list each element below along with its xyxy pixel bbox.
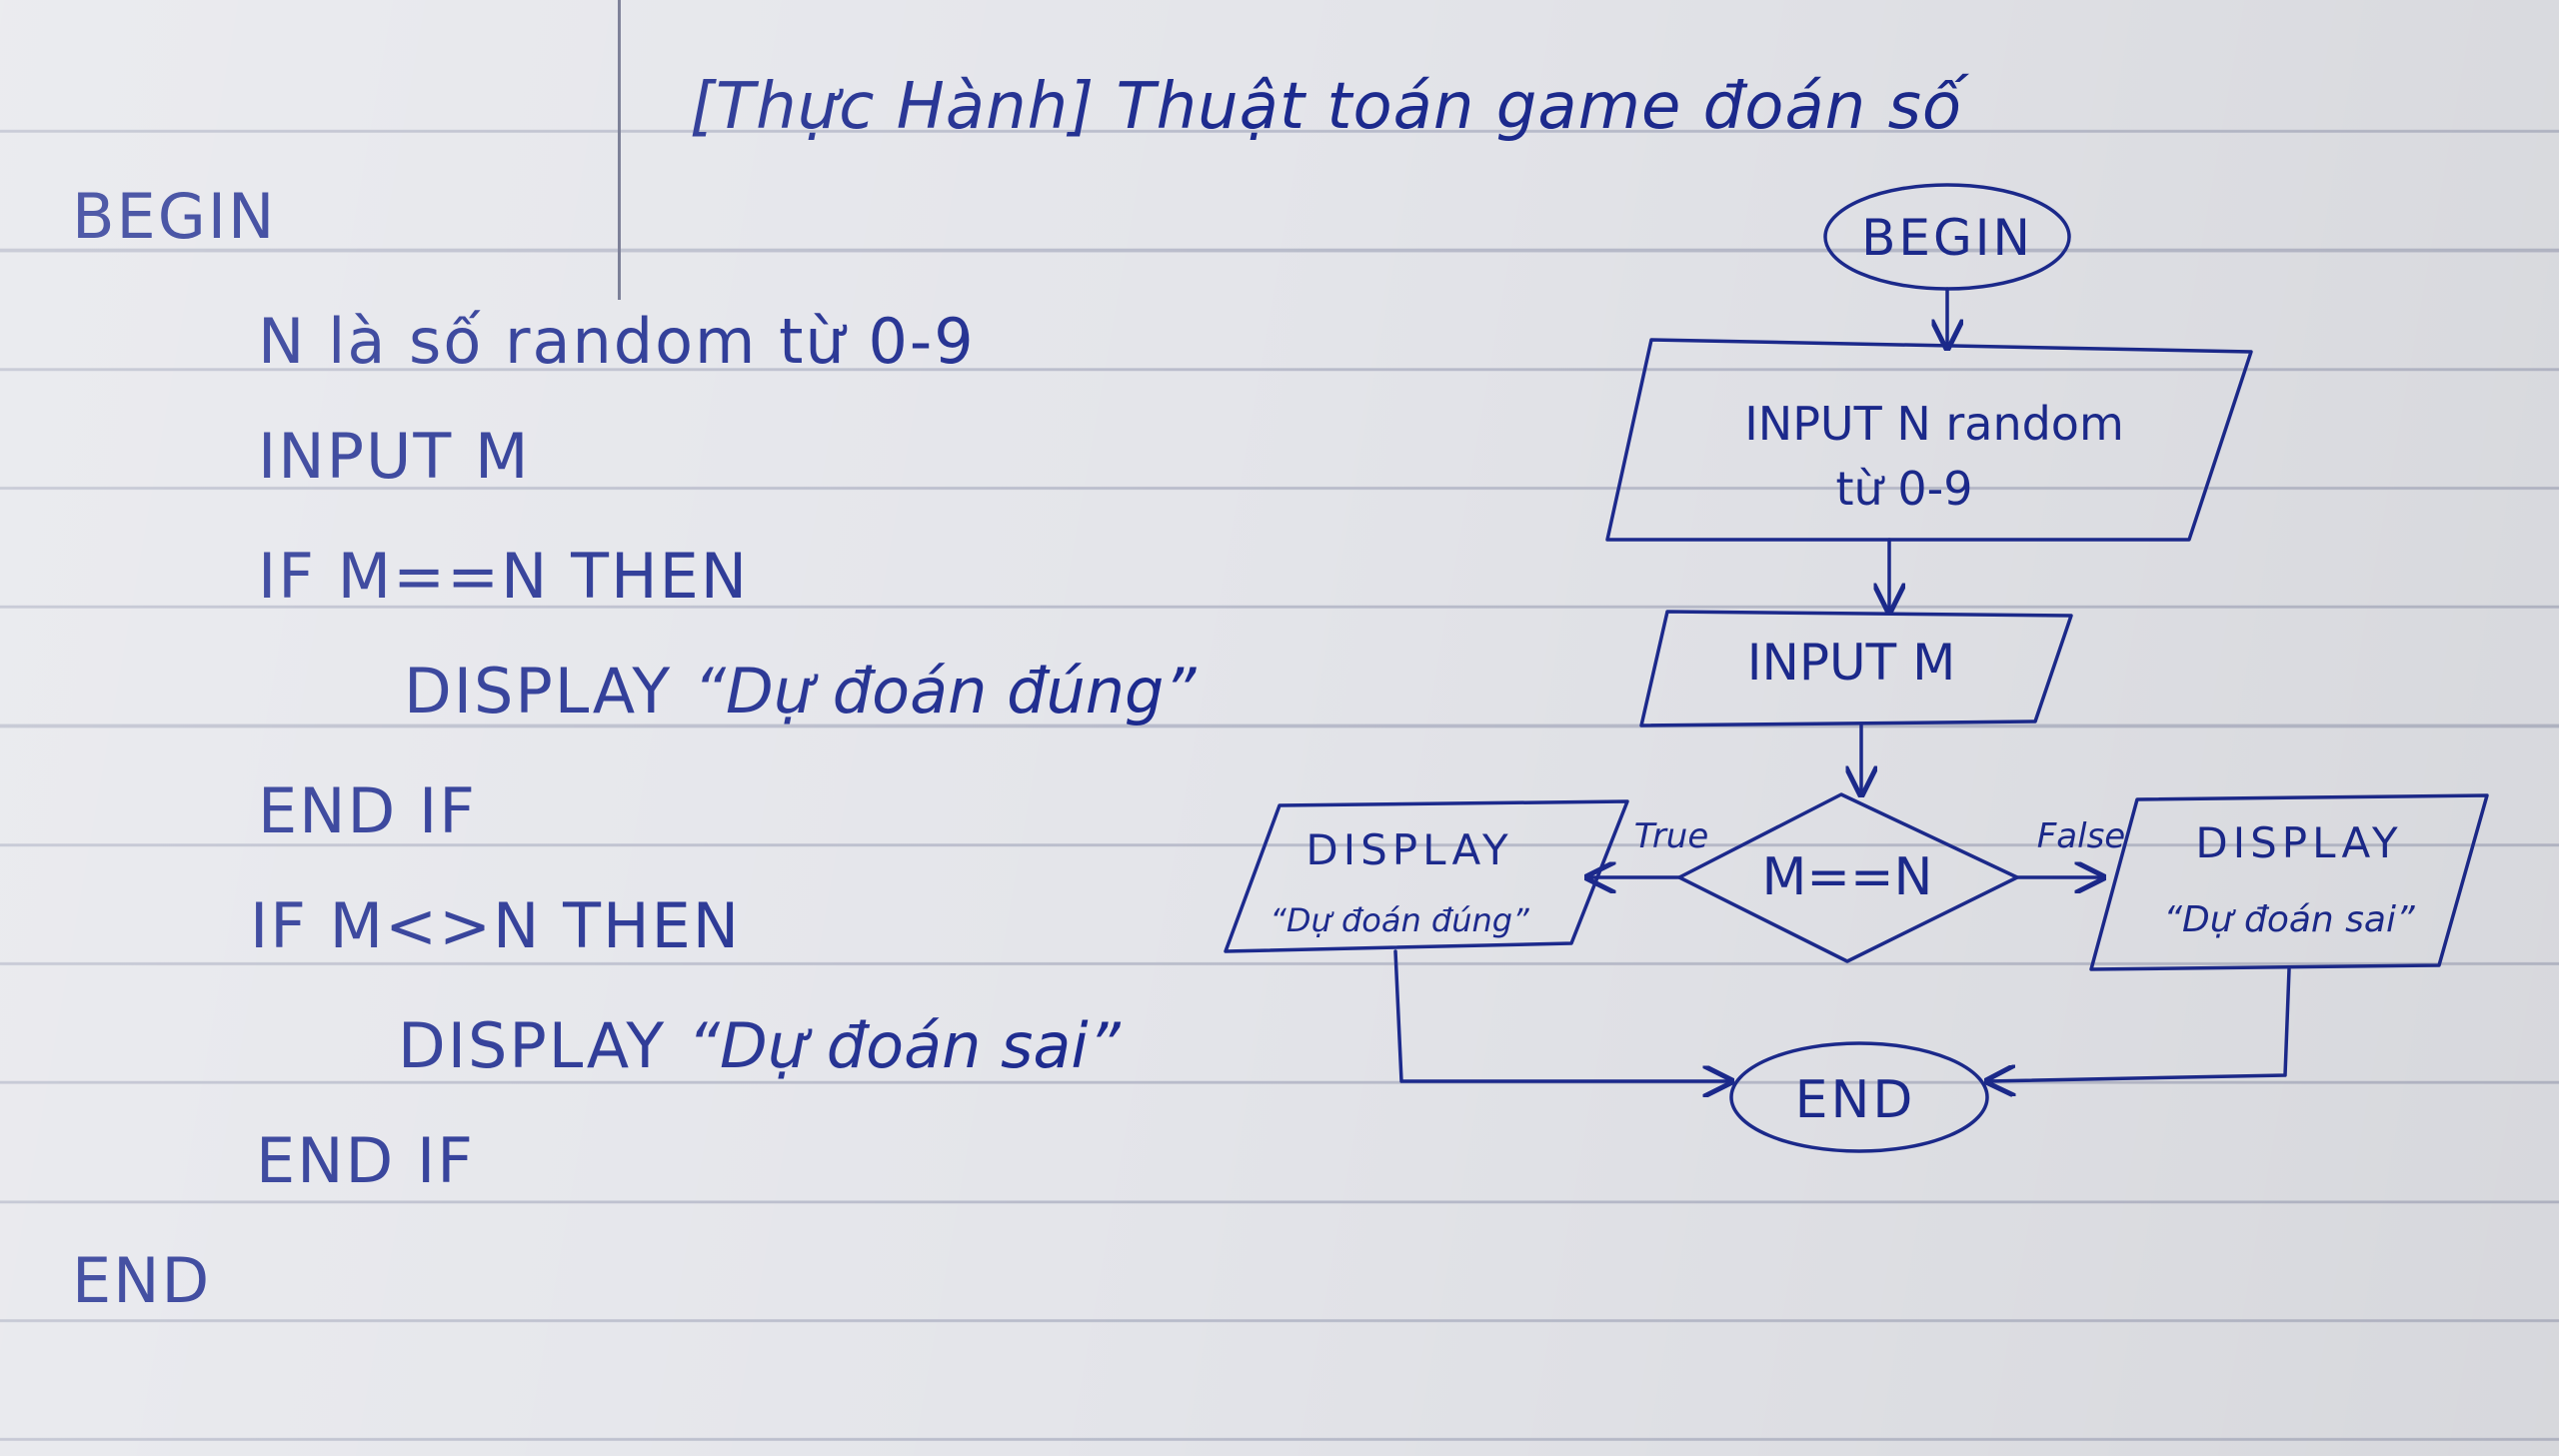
flow-begin-label: BEGIN [1861, 209, 2033, 267]
flow-display-wrong-text: “Dự đoán sai” [2163, 899, 2415, 940]
flow-input-m-box [1639, 610, 2073, 728]
flow-true-label: True [1634, 816, 1709, 856]
flow-input-m-label: INPUT M [1747, 634, 1955, 692]
pseudocode-line-if-equal: IF M==N THEN [258, 540, 750, 613]
display-message: “Dự đoán đúng” [693, 655, 1197, 728]
flow-input-n-label-2: từ 0-9 [1836, 462, 1973, 516]
pseudocode-line-random: N là số random từ 0-9 [258, 305, 976, 378]
pseudocode-line-end-if-2: END IF [256, 1124, 475, 1197]
flow-decision-label: M==N [1762, 847, 1933, 907]
flow-decision-diamond [1677, 792, 2019, 963]
flow-display-correct-box [1224, 799, 1629, 953]
pseudocode-begin: BEGIN [72, 180, 277, 253]
pseudocode-line-display-wrong: DISPLAY “Dự đoán sai” [398, 1009, 1121, 1082]
flow-display-wrong-cmd: DISPLAY [2195, 818, 2402, 867]
flow-arrow-correct-to-end [1393, 949, 1731, 1081]
display-message: “Dự đoán sai” [687, 1009, 1121, 1082]
pseudocode-line-end-if: END IF [258, 774, 477, 847]
flow-input-n-label-1: INPUT N random [1744, 397, 2124, 451]
pseudocode-end: END [72, 1244, 212, 1317]
flow-display-correct-text: “Dự đoán đúng” [1270, 901, 1529, 939]
page-title: [Thực Hành] Thuật toán game đoán số [690, 70, 1963, 144]
flow-end-label: END [1795, 1070, 1916, 1130]
pseudocode-line-display-correct: DISPLAY “Dự đoán đúng” [404, 655, 1197, 728]
pseudocode-line-input: INPUT M [258, 420, 531, 493]
flow-false-label: False [2037, 816, 2125, 856]
flow-arrow-wrong-to-end [1987, 967, 2291, 1081]
flow-input-n-box [1605, 338, 2253, 542]
flow-end-terminal [1729, 1041, 1989, 1153]
margin-line [618, 0, 621, 300]
display-keyword: DISPLAY [404, 655, 673, 728]
flow-display-wrong-box [2089, 793, 2489, 971]
display-keyword: DISPLAY [398, 1009, 667, 1082]
flow-display-correct-cmd: DISPLAY [1305, 825, 1512, 874]
pseudocode-line-if-not-equal: IF M<>N THEN [250, 889, 742, 962]
